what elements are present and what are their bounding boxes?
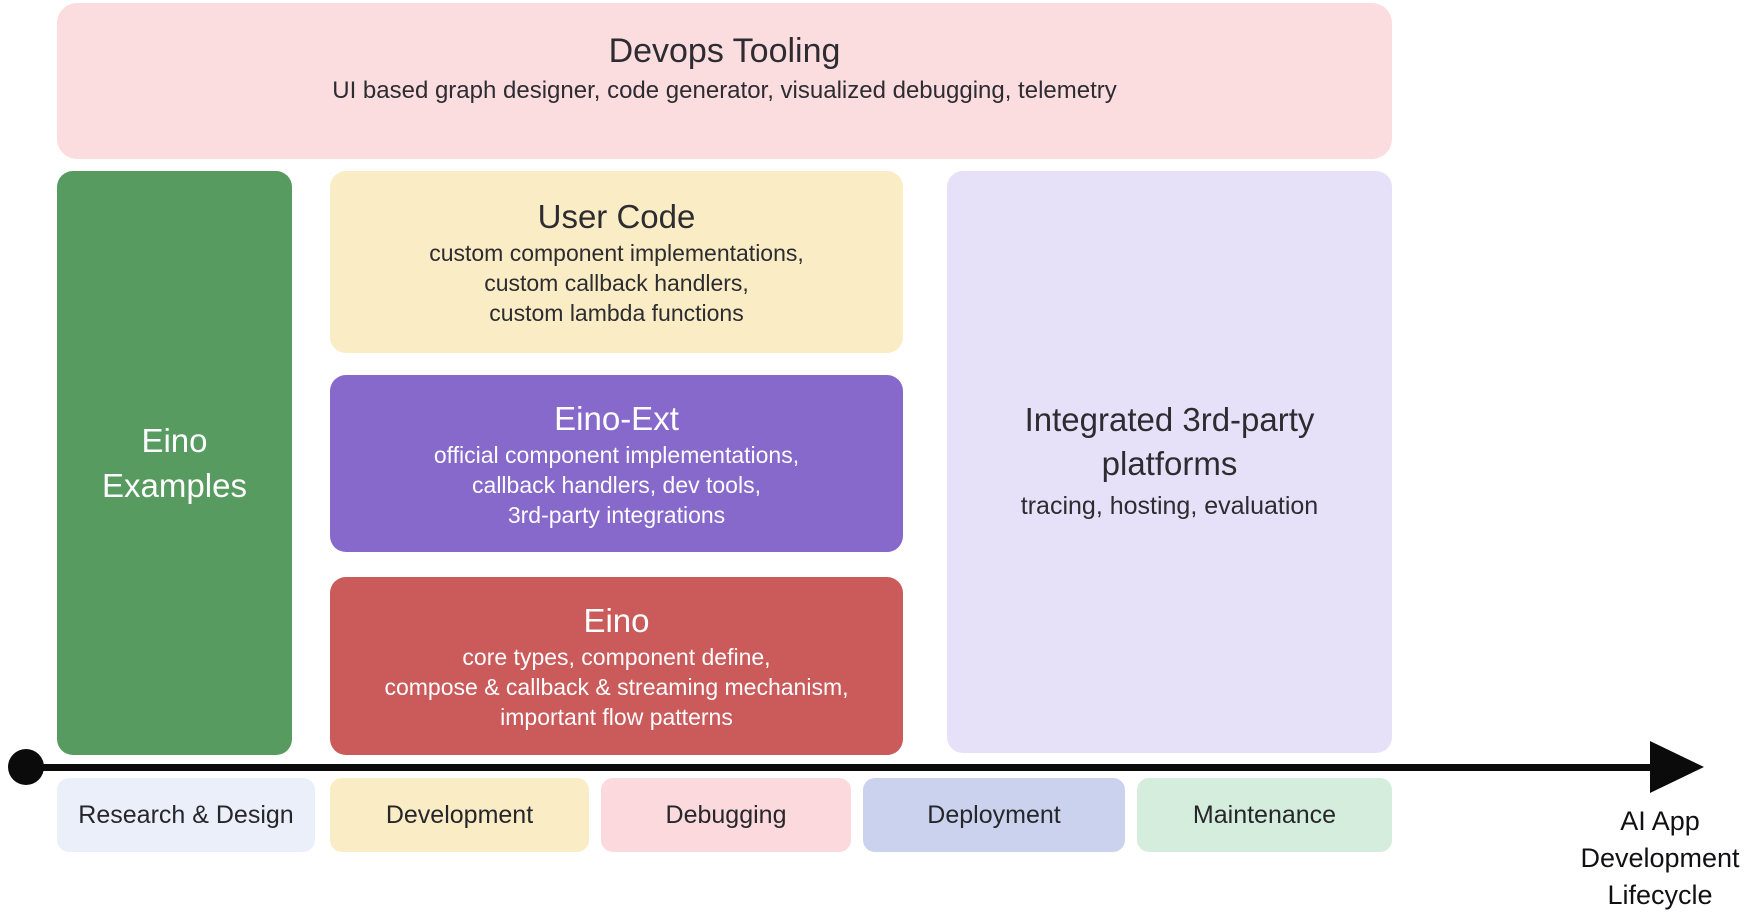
user-code-line-3: custom lambda functions bbox=[489, 300, 744, 326]
axis-label-lifecycle: AI App Development Lifecycle bbox=[1560, 803, 1760, 914]
eino-ext-title: Eino-Ext bbox=[554, 399, 679, 437]
stage-maintenance: Maintenance bbox=[1137, 778, 1392, 852]
devops-tooling-title: Devops Tooling bbox=[608, 32, 841, 70]
timeline-axis-line bbox=[26, 764, 1656, 771]
integrated-platforms-subtitle: tracing, hosting, evaluation bbox=[1020, 492, 1319, 520]
axis-label-line-2: Development bbox=[1580, 843, 1740, 873]
axis-label-line-3: Lifecycle bbox=[1607, 880, 1713, 910]
devops-tooling-box: Devops Tooling UI based graph designer, … bbox=[57, 3, 1392, 159]
eino-ext-line-2: callback handlers, dev tools, bbox=[472, 471, 761, 498]
eino-core-line-2: compose & callback & streaming mechanism… bbox=[384, 674, 849, 700]
stage-debugging: Debugging bbox=[601, 778, 851, 852]
stage-research-design: Research & Design bbox=[57, 778, 315, 852]
eino-core-title: Eino bbox=[583, 602, 650, 639]
eino-core-box: Eino core types, component define, compo… bbox=[330, 577, 903, 755]
eino-ext-line-3: 3rd-party integrations bbox=[507, 501, 726, 528]
timeline-arrowhead-icon bbox=[1650, 741, 1704, 793]
user-code-title: User Code bbox=[537, 198, 696, 235]
eino-core-line-3: important flow patterns bbox=[500, 704, 733, 730]
user-code-line-1: custom component implementations, bbox=[429, 240, 804, 266]
integrated-platforms-title-line-1: Integrated 3rd-party bbox=[1024, 401, 1315, 438]
axis-label-line-1: AI App bbox=[1620, 806, 1700, 836]
eino-ext-box: Eino-Ext official component implementati… bbox=[330, 375, 903, 552]
stage-development: Development bbox=[330, 778, 589, 852]
integrated-platforms-box: Integrated 3rd-party platforms tracing, … bbox=[947, 171, 1392, 753]
eino-core-line-1: core types, component define, bbox=[462, 644, 771, 670]
devops-tooling-subtitle: UI based graph designer, code generator,… bbox=[332, 77, 1117, 104]
eino-examples-title-line-2: Examples bbox=[102, 467, 247, 504]
user-code-box: User Code custom component implementatio… bbox=[330, 171, 903, 353]
stage-deployment: Deployment bbox=[863, 778, 1125, 852]
eino-examples-title-line-1: Eino bbox=[141, 422, 208, 459]
integrated-platforms-title-line-2: platforms bbox=[1101, 445, 1238, 482]
eino-examples-box: Eino Examples bbox=[57, 171, 292, 755]
user-code-line-2: custom callback handlers, bbox=[484, 270, 749, 296]
eino-ext-line-1: official component implementations, bbox=[433, 441, 800, 468]
